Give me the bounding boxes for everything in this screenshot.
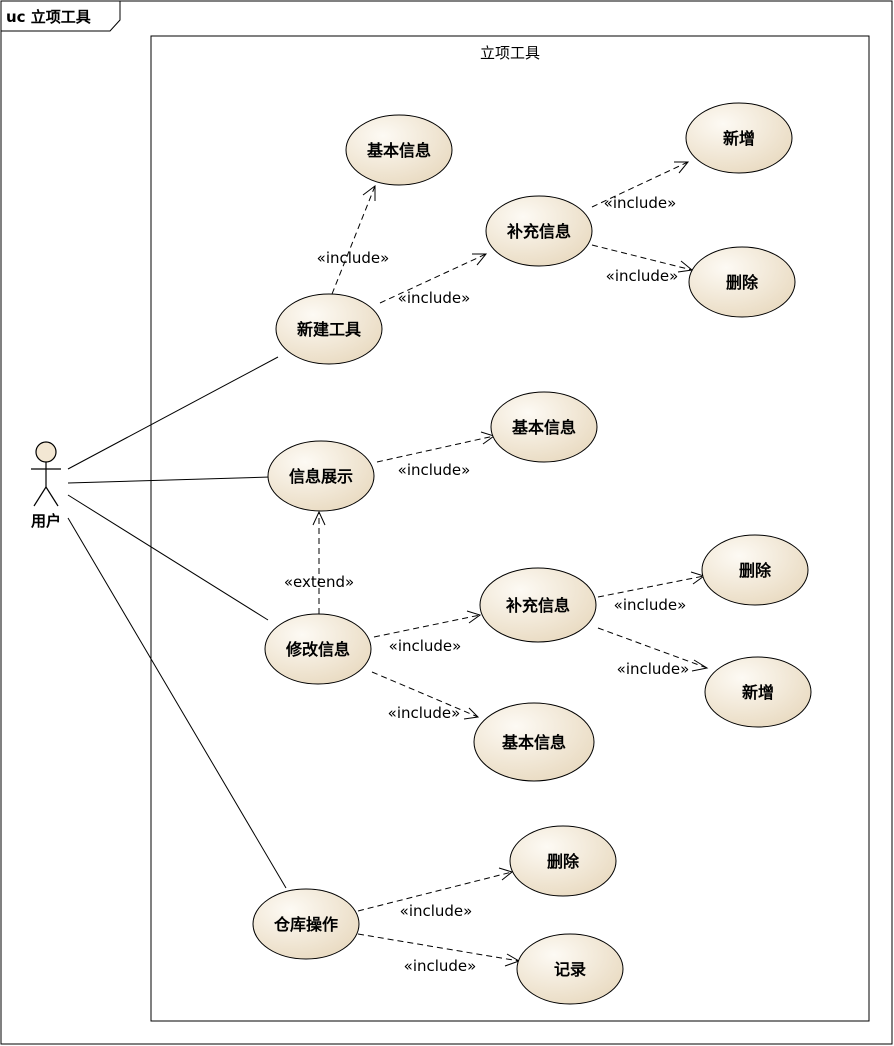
arrowhead	[466, 610, 482, 624]
association-info-display	[67, 476, 271, 484]
frame-label: uc 立项工具	[6, 8, 91, 26]
include-label: «include»	[389, 637, 462, 655]
arrowhead	[312, 510, 326, 526]
usecase-info-display[interactable]: 信息展示	[267, 440, 375, 512]
arrowhead	[463, 707, 480, 720]
extend-label: «extend»	[284, 573, 354, 591]
usecase-label: 补充信息	[505, 596, 570, 615]
include-label: «include»	[617, 660, 690, 678]
include-label: «include»	[317, 249, 390, 267]
usecase-label: 记录	[554, 960, 586, 979]
arrowhead	[674, 161, 690, 174]
actor-head	[35, 441, 57, 463]
actor-label: 用户	[31, 512, 61, 530]
usecase-label: 基本信息	[511, 418, 576, 437]
usecase-label: 信息展示	[289, 467, 353, 486]
usecase-label: 删除	[547, 852, 580, 871]
include-label: «include»	[400, 902, 473, 920]
system-boundary-title: 立项工具	[480, 44, 540, 62]
usecase-label: 基本信息	[501, 733, 566, 752]
include-label: «include»	[404, 957, 477, 975]
usecase-modify-info[interactable]: 修改信息	[264, 613, 372, 685]
association-modify-info	[67, 494, 269, 621]
usecase-delete-2[interactable]: 删除	[701, 534, 809, 606]
include-line-supplement-delete	[591, 244, 693, 271]
actor-left-leg	[33, 486, 47, 507]
usecase-basic-info-2[interactable]: 基本信息	[490, 391, 598, 463]
usecase-label: 补充信息	[506, 222, 571, 241]
usecase-add-2[interactable]: 新增	[704, 656, 812, 728]
include-label: «include»	[614, 596, 687, 614]
usecase-label: 删除	[726, 273, 759, 292]
usecase-basic-info-3[interactable]: 基本信息	[473, 702, 595, 782]
include-line-supplement2-delete	[597, 575, 705, 598]
actor-user[interactable]: 用户	[31, 441, 61, 530]
usecase-label: 新增	[742, 683, 774, 702]
usecase-new-tool[interactable]: 新建工具	[275, 293, 383, 365]
usecase-label: 修改信息	[285, 640, 350, 659]
include-label: «include»	[388, 704, 461, 722]
usecase-basic-info-1[interactable]: 基本信息	[345, 114, 453, 186]
usecase-delete-1[interactable]: 删除	[688, 246, 796, 318]
include-label: «include»	[398, 461, 471, 479]
usecase-supplement-info-1[interactable]: 补充信息	[485, 195, 593, 267]
include-line-warehouse-delete	[357, 871, 513, 912]
arrowhead	[691, 659, 709, 672]
usecase-label: 仓库操作	[273, 915, 338, 934]
include-label: «include»	[604, 194, 677, 212]
actor-right-leg	[45, 486, 59, 507]
arrowhead	[362, 185, 376, 201]
include-label: «include»	[606, 267, 679, 285]
usecase-label: 新建工具	[297, 320, 361, 339]
usecase-label: 新增	[723, 129, 755, 148]
include-line-warehouse-record	[357, 933, 520, 962]
usecase-add-1[interactable]: 新增	[685, 102, 793, 174]
usecase-label: 基本信息	[366, 141, 431, 160]
include-line-modify-supplement	[373, 614, 481, 638]
association-warehouse	[67, 517, 287, 889]
include-line-modify-basic	[371, 671, 479, 718]
association-new-tool	[67, 356, 279, 470]
usecase-warehouse-operation[interactable]: 仓库操作	[252, 888, 360, 960]
usecase-record[interactable]: 记录	[516, 933, 624, 1005]
include-label: «include»	[398, 289, 471, 307]
frame-tab	[1, 1, 121, 32]
include-line-supplement-add	[591, 161, 689, 208]
usecase-delete-3[interactable]: 删除	[509, 825, 617, 897]
usecase-supplement-info-2[interactable]: 补充信息	[479, 567, 597, 643]
usecase-label: 删除	[739, 561, 772, 580]
arrowhead	[472, 253, 488, 266]
